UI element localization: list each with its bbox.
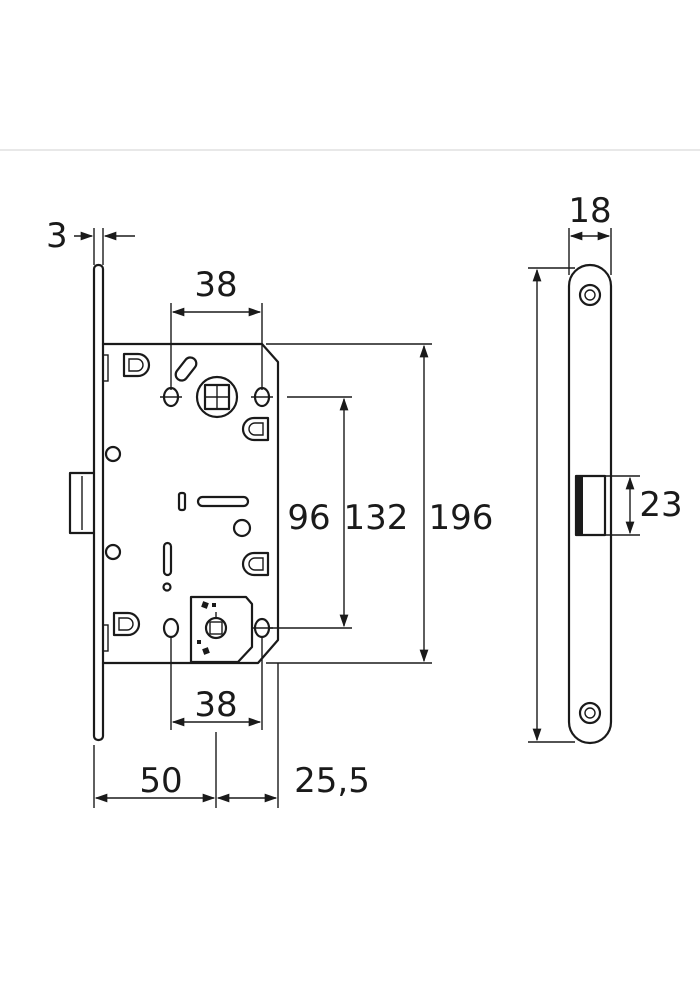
lock-dimensions: 3 38 96 132 196 38 50 25,5 — [46, 216, 493, 808]
dim-offset: 25,5 — [294, 761, 370, 801]
rivet-lower — [104, 543, 122, 561]
strike-dimensions: 18 23 — [528, 191, 683, 743]
mounting-hole-right-upper — [241, 416, 270, 442]
strike-latch-opening — [574, 474, 607, 537]
through-bolt-hole-lower-right — [251, 617, 273, 639]
vertical-slot — [162, 541, 173, 577]
dim-height-96: 96 — [287, 498, 330, 538]
strike-plate-outline — [567, 263, 613, 745]
slanted-slot — [174, 356, 198, 382]
dim-faceplate-thickness: 3 — [46, 216, 68, 256]
mounting-hole-top-left — [122, 352, 151, 378]
dim-height-132: 132 — [344, 498, 409, 538]
dim-height-196: 196 — [429, 498, 494, 538]
dim-strike-width: 18 — [568, 191, 611, 231]
strike-screw-hole-bottom — [578, 701, 602, 725]
strike-screw-hole-top — [578, 283, 602, 307]
small-slot — [177, 491, 187, 512]
mounting-hole-right-lower — [241, 551, 270, 577]
dim-strike-opening: 23 — [639, 485, 682, 525]
latch-bolt — [68, 471, 96, 535]
through-bolt-hole-left — [160, 386, 182, 408]
handle-spindle-hub — [195, 375, 239, 419]
through-bolt-hole-right — [251, 386, 273, 408]
horizontal-slot — [196, 495, 250, 508]
dim-top-width: 38 — [194, 265, 237, 305]
small-round-hole — [232, 518, 252, 538]
rivet-upper — [104, 445, 122, 463]
strike-plate-drawing — [567, 263, 613, 745]
lock-faceplate — [92, 263, 105, 742]
dim-backset: 50 — [139, 761, 182, 801]
lock-body-drawing — [68, 263, 280, 742]
through-bolt-hole-lower-left — [162, 617, 180, 639]
privacy-turn-housing — [189, 595, 254, 664]
dim-bottom-width: 38 — [194, 685, 237, 725]
mounting-hole-bottom-left — [112, 611, 141, 637]
